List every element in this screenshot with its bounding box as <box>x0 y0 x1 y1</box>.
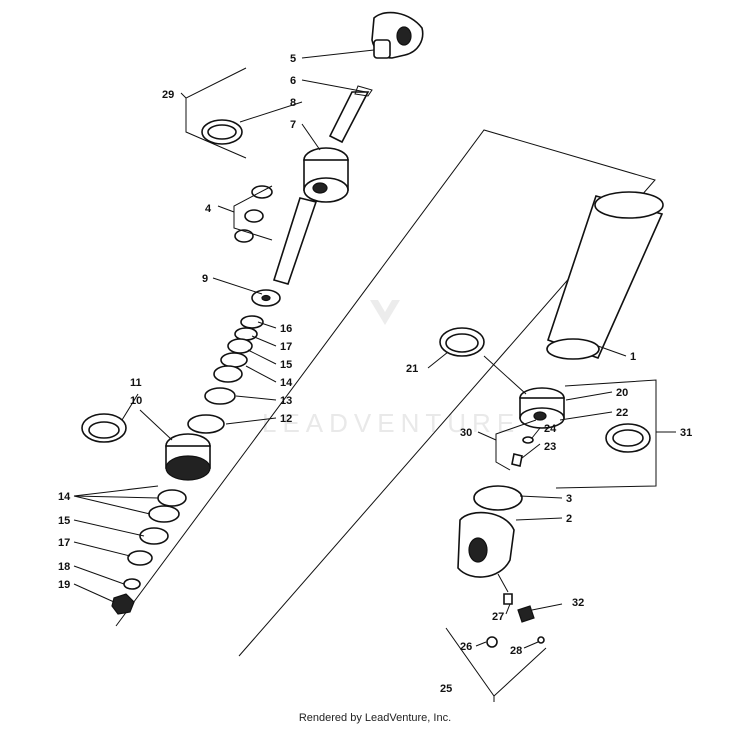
part-4-bushings <box>234 185 273 243</box>
label-4: 4 <box>205 203 212 215</box>
part-24-23 <box>511 436 534 467</box>
label-27: 27 <box>492 611 504 623</box>
label-23: 23 <box>544 441 556 453</box>
part-shaft <box>272 197 318 285</box>
part-number-labels: 5 6 8 7 29 4 9 16 17 15 14 13 12 11 10 1… <box>58 53 692 695</box>
label-11: 11 <box>130 377 142 389</box>
label-24: 24 <box>544 423 557 435</box>
watermark-text: LEADVENTURE <box>262 408 520 438</box>
part-11-ring <box>81 413 127 443</box>
footer-credit: Rendered by LeadVenture, Inc. <box>298 712 452 724</box>
label-19: 19 <box>58 579 70 591</box>
assembly-outline <box>115 129 656 657</box>
label-15b: 15 <box>58 515 70 527</box>
label-25: 25 <box>440 683 452 695</box>
label-15a: 15 <box>280 359 292 371</box>
lower-washers <box>111 489 187 615</box>
label-20: 20 <box>616 387 628 399</box>
part-2-base <box>457 511 515 578</box>
label-31: 31 <box>680 427 692 439</box>
label-9: 9 <box>202 273 208 285</box>
part-20-cap <box>519 387 565 429</box>
label-3: 3 <box>566 493 572 505</box>
label-30: 30 <box>460 427 472 439</box>
label-32: 32 <box>572 597 584 609</box>
label-18: 18 <box>58 561 70 573</box>
label-2: 2 <box>566 513 572 525</box>
part-6-rod <box>328 85 373 144</box>
label-17b: 17 <box>58 537 70 549</box>
label-8: 8 <box>290 97 296 109</box>
part-3-ring <box>473 485 523 511</box>
label-7: 7 <box>290 119 296 131</box>
label-26: 26 <box>460 641 472 653</box>
label-29: 29 <box>162 89 174 101</box>
label-6: 6 <box>290 75 296 87</box>
part-22-ring <box>605 423 651 453</box>
label-14a: 14 <box>280 377 293 389</box>
label-12: 12 <box>280 413 292 425</box>
part-1-tube <box>546 191 664 360</box>
part-10-piston <box>165 433 211 481</box>
label-13: 13 <box>280 395 292 407</box>
label-10: 10 <box>130 395 142 407</box>
label-21: 21 <box>406 363 418 375</box>
label-16: 16 <box>280 323 292 335</box>
part-9-washer <box>251 289 281 307</box>
part-21-ring <box>439 327 485 357</box>
label-22: 22 <box>616 407 628 419</box>
label-5: 5 <box>290 53 296 65</box>
label-17a: 17 <box>280 341 292 353</box>
stack-washers <box>187 315 264 434</box>
watermark: LEADVENTURE <box>262 300 520 438</box>
part-32-valve <box>486 593 545 648</box>
part-5-eye <box>371 11 424 59</box>
part-7-cap <box>303 147 349 203</box>
label-14b: 14 <box>58 491 71 503</box>
leader-lines <box>73 49 627 649</box>
label-1: 1 <box>630 351 636 363</box>
part-8-ring <box>201 119 243 145</box>
label-28: 28 <box>510 645 522 657</box>
